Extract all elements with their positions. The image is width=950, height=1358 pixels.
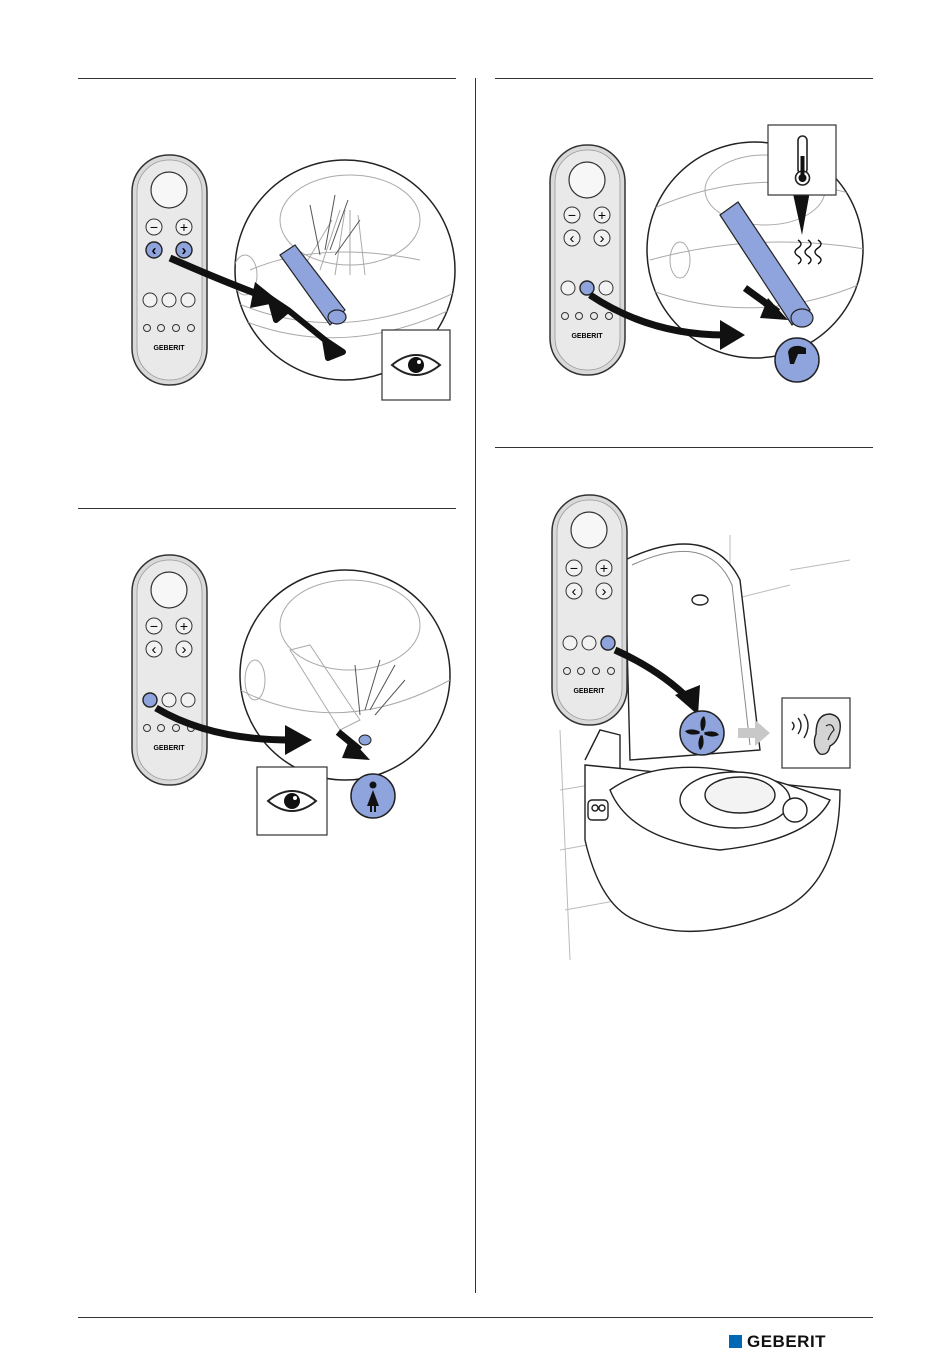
column-divider: [475, 78, 476, 1293]
footer-logo: GEBERIT: [729, 1330, 826, 1352]
minus-button-label: −: [150, 219, 158, 235]
step-4-illustration: − + ‹ › GEBERIT: [540, 490, 860, 965]
minus-button-label: −: [570, 560, 578, 576]
logo-square-icon: [729, 1335, 742, 1348]
plus-button-label: +: [180, 618, 188, 634]
prev-button-label: ‹: [572, 583, 577, 600]
next-button-label: ›: [600, 230, 605, 247]
step-4-ear-box: [782, 698, 850, 768]
fan-icon: [680, 711, 724, 755]
step-1-illustration: − + ‹ › GEBERIT: [120, 150, 460, 405]
next-button-label: ›: [182, 641, 187, 658]
prev-button-label: ‹: [152, 641, 157, 658]
step-2-remote: − + ‹ › GEBERIT: [550, 145, 625, 375]
dryer-icon: [775, 338, 819, 382]
step-1-eye-box: [382, 330, 450, 400]
plus-button-label: +: [180, 219, 188, 235]
plus-button-label: +: [600, 560, 608, 576]
rule-top-left: [78, 78, 456, 79]
minus-button-label: −: [568, 207, 576, 223]
rule-mid-left: [78, 508, 456, 509]
prev-button-label: ‹: [570, 230, 575, 247]
rule-mid-right: [495, 447, 873, 448]
remote-brand-label: GEBERIT: [573, 688, 605, 695]
prev-button-label: ‹: [152, 242, 157, 259]
logo-text: GEBERIT: [747, 1333, 826, 1350]
rule-footer: [78, 1317, 873, 1318]
step-2-thermometer-box: [768, 125, 836, 195]
step-4-remote: − + ‹ › GEBERIT: [552, 495, 627, 725]
step-3-magnifier: [240, 570, 450, 780]
next-button-label: ›: [602, 583, 607, 600]
lady-shower-icon: [351, 774, 395, 818]
minus-button-label: −: [150, 618, 158, 634]
step-3-remote: − + ‹ › GEBERIT: [132, 555, 207, 785]
step-3-eye-box: [257, 767, 327, 835]
step-2-illustration: − + ‹ › GEBERIT: [540, 120, 870, 385]
step-3-illustration: − + ‹ › GEBERIT: [120, 550, 460, 840]
next-button-label: ›: [182, 242, 187, 259]
remote-brand-label: GEBERIT: [571, 333, 603, 340]
rule-top-right: [495, 78, 873, 79]
remote-brand-label: GEBERIT: [153, 745, 185, 752]
thermometer-icon: [796, 136, 810, 185]
remote-brand-label: GEBERIT: [153, 345, 185, 352]
plus-button-label: +: [598, 207, 606, 223]
